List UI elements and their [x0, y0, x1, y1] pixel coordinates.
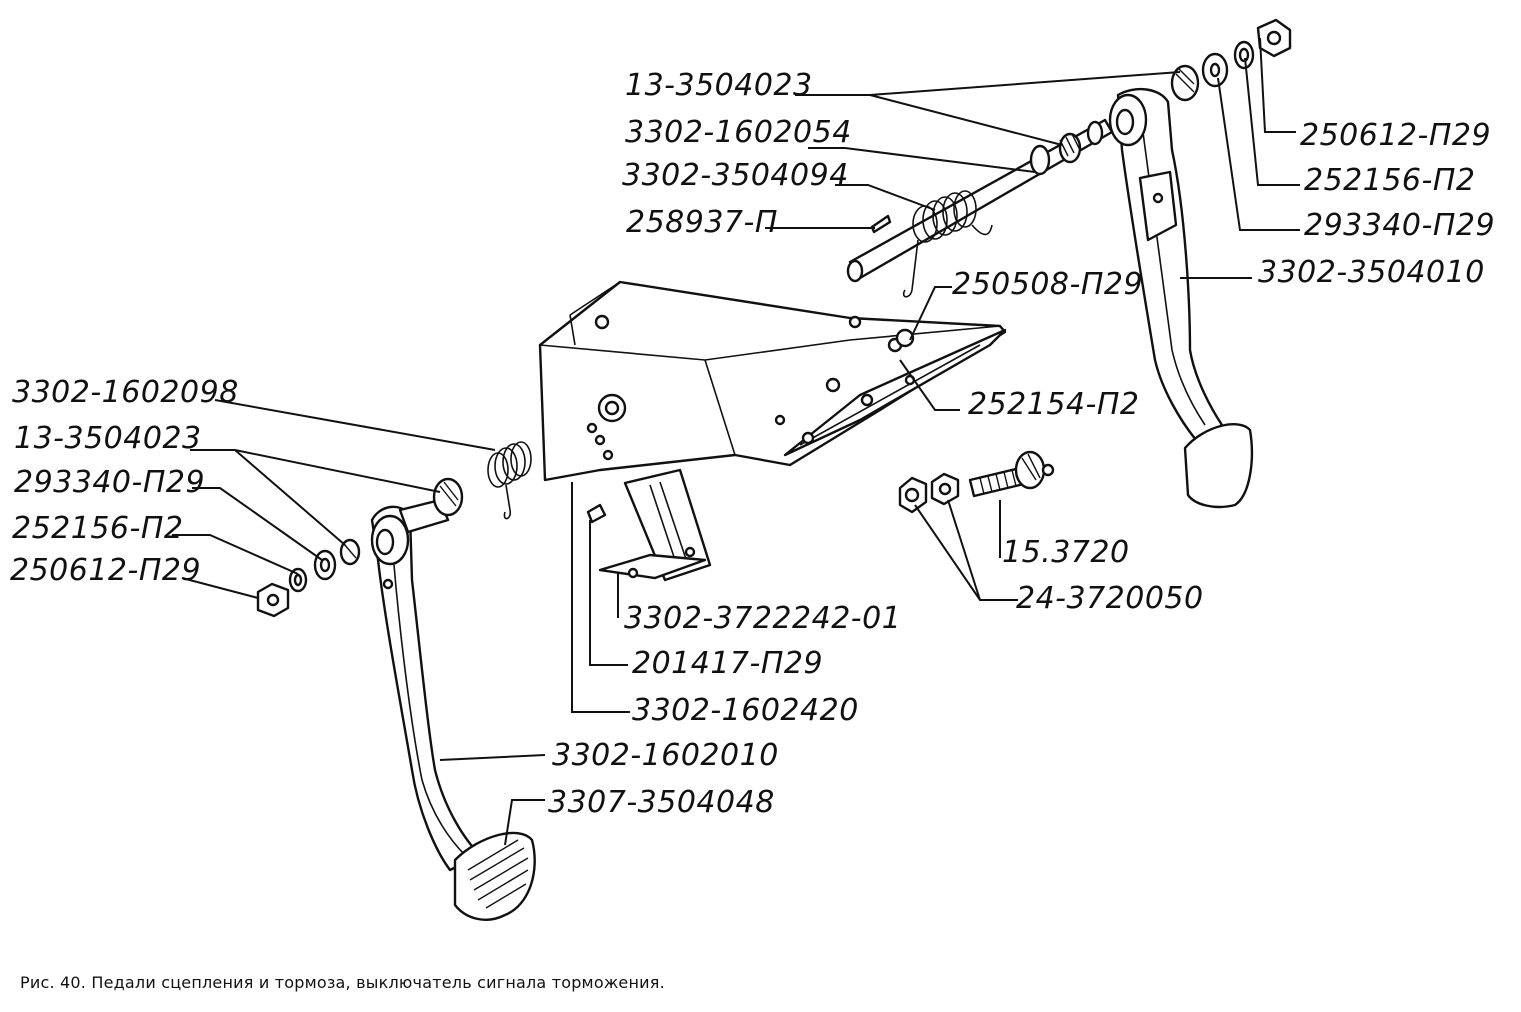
- label-13-3504023-top: 13-3504023: [625, 68, 813, 103]
- pedal-shaft: [846, 118, 1114, 283]
- label-250612-p29-left: 250612-П29: [10, 553, 201, 588]
- label-201417-p29: 201417-П29: [632, 646, 823, 681]
- label-250508-p29: 250508-П29: [952, 267, 1143, 302]
- label-3302-3722242-01: 3302-3722242-01: [624, 601, 901, 636]
- switch-bracket: [586, 468, 712, 582]
- label-13-3504023-left: 13-3504023: [14, 421, 202, 456]
- label-3302-1602010: 3302-1602010: [552, 738, 779, 773]
- label-24-3720050: 24-3720050: [1016, 581, 1204, 616]
- top-right-fasteners: [1170, 18, 1292, 102]
- part-labels: 13-3504023 3302-1602054 3302-3504094 258…: [10, 68, 1495, 820]
- label-293340-p29-left: 293340-П29: [14, 465, 205, 500]
- shaft-return-spring: [870, 190, 993, 298]
- clutch-fasteners: [256, 477, 464, 618]
- label-252156-p2-right: 252156-П2: [1304, 163, 1476, 198]
- clutch-pedal: [370, 498, 536, 921]
- pedal-bracket: [538, 280, 1007, 482]
- label-252156-p2-left: 252156-П2: [12, 511, 184, 546]
- brake-pedal: [1108, 87, 1254, 509]
- label-293340-p29-right: 293340-П29: [1304, 208, 1495, 243]
- label-258937-p: 258937-П: [626, 205, 778, 240]
- leader-lines: [172, 37, 1300, 846]
- label-3302-1602420: 3302-1602420: [632, 693, 859, 728]
- label-3302-3504010: 3302-3504010: [1258, 255, 1485, 290]
- label-252154-p2: 252154-П2: [968, 387, 1140, 422]
- figure-caption: Рис. 40. Педали сцепления и тормоза, вык…: [20, 973, 665, 992]
- label-3302-1602054: 3302-1602054: [625, 115, 852, 150]
- label-3302-3504094: 3302-3504094: [622, 158, 849, 193]
- brake-light-switch: [898, 450, 1055, 514]
- label-15-3720: 15.3720: [1002, 535, 1130, 570]
- label-3302-1602098: 3302-1602098: [12, 375, 239, 410]
- label-3307-3504048: 3307-3504048: [548, 785, 775, 820]
- label-250612-p29-right: 250612-П29: [1300, 118, 1491, 153]
- clutch-spring: [487, 441, 532, 520]
